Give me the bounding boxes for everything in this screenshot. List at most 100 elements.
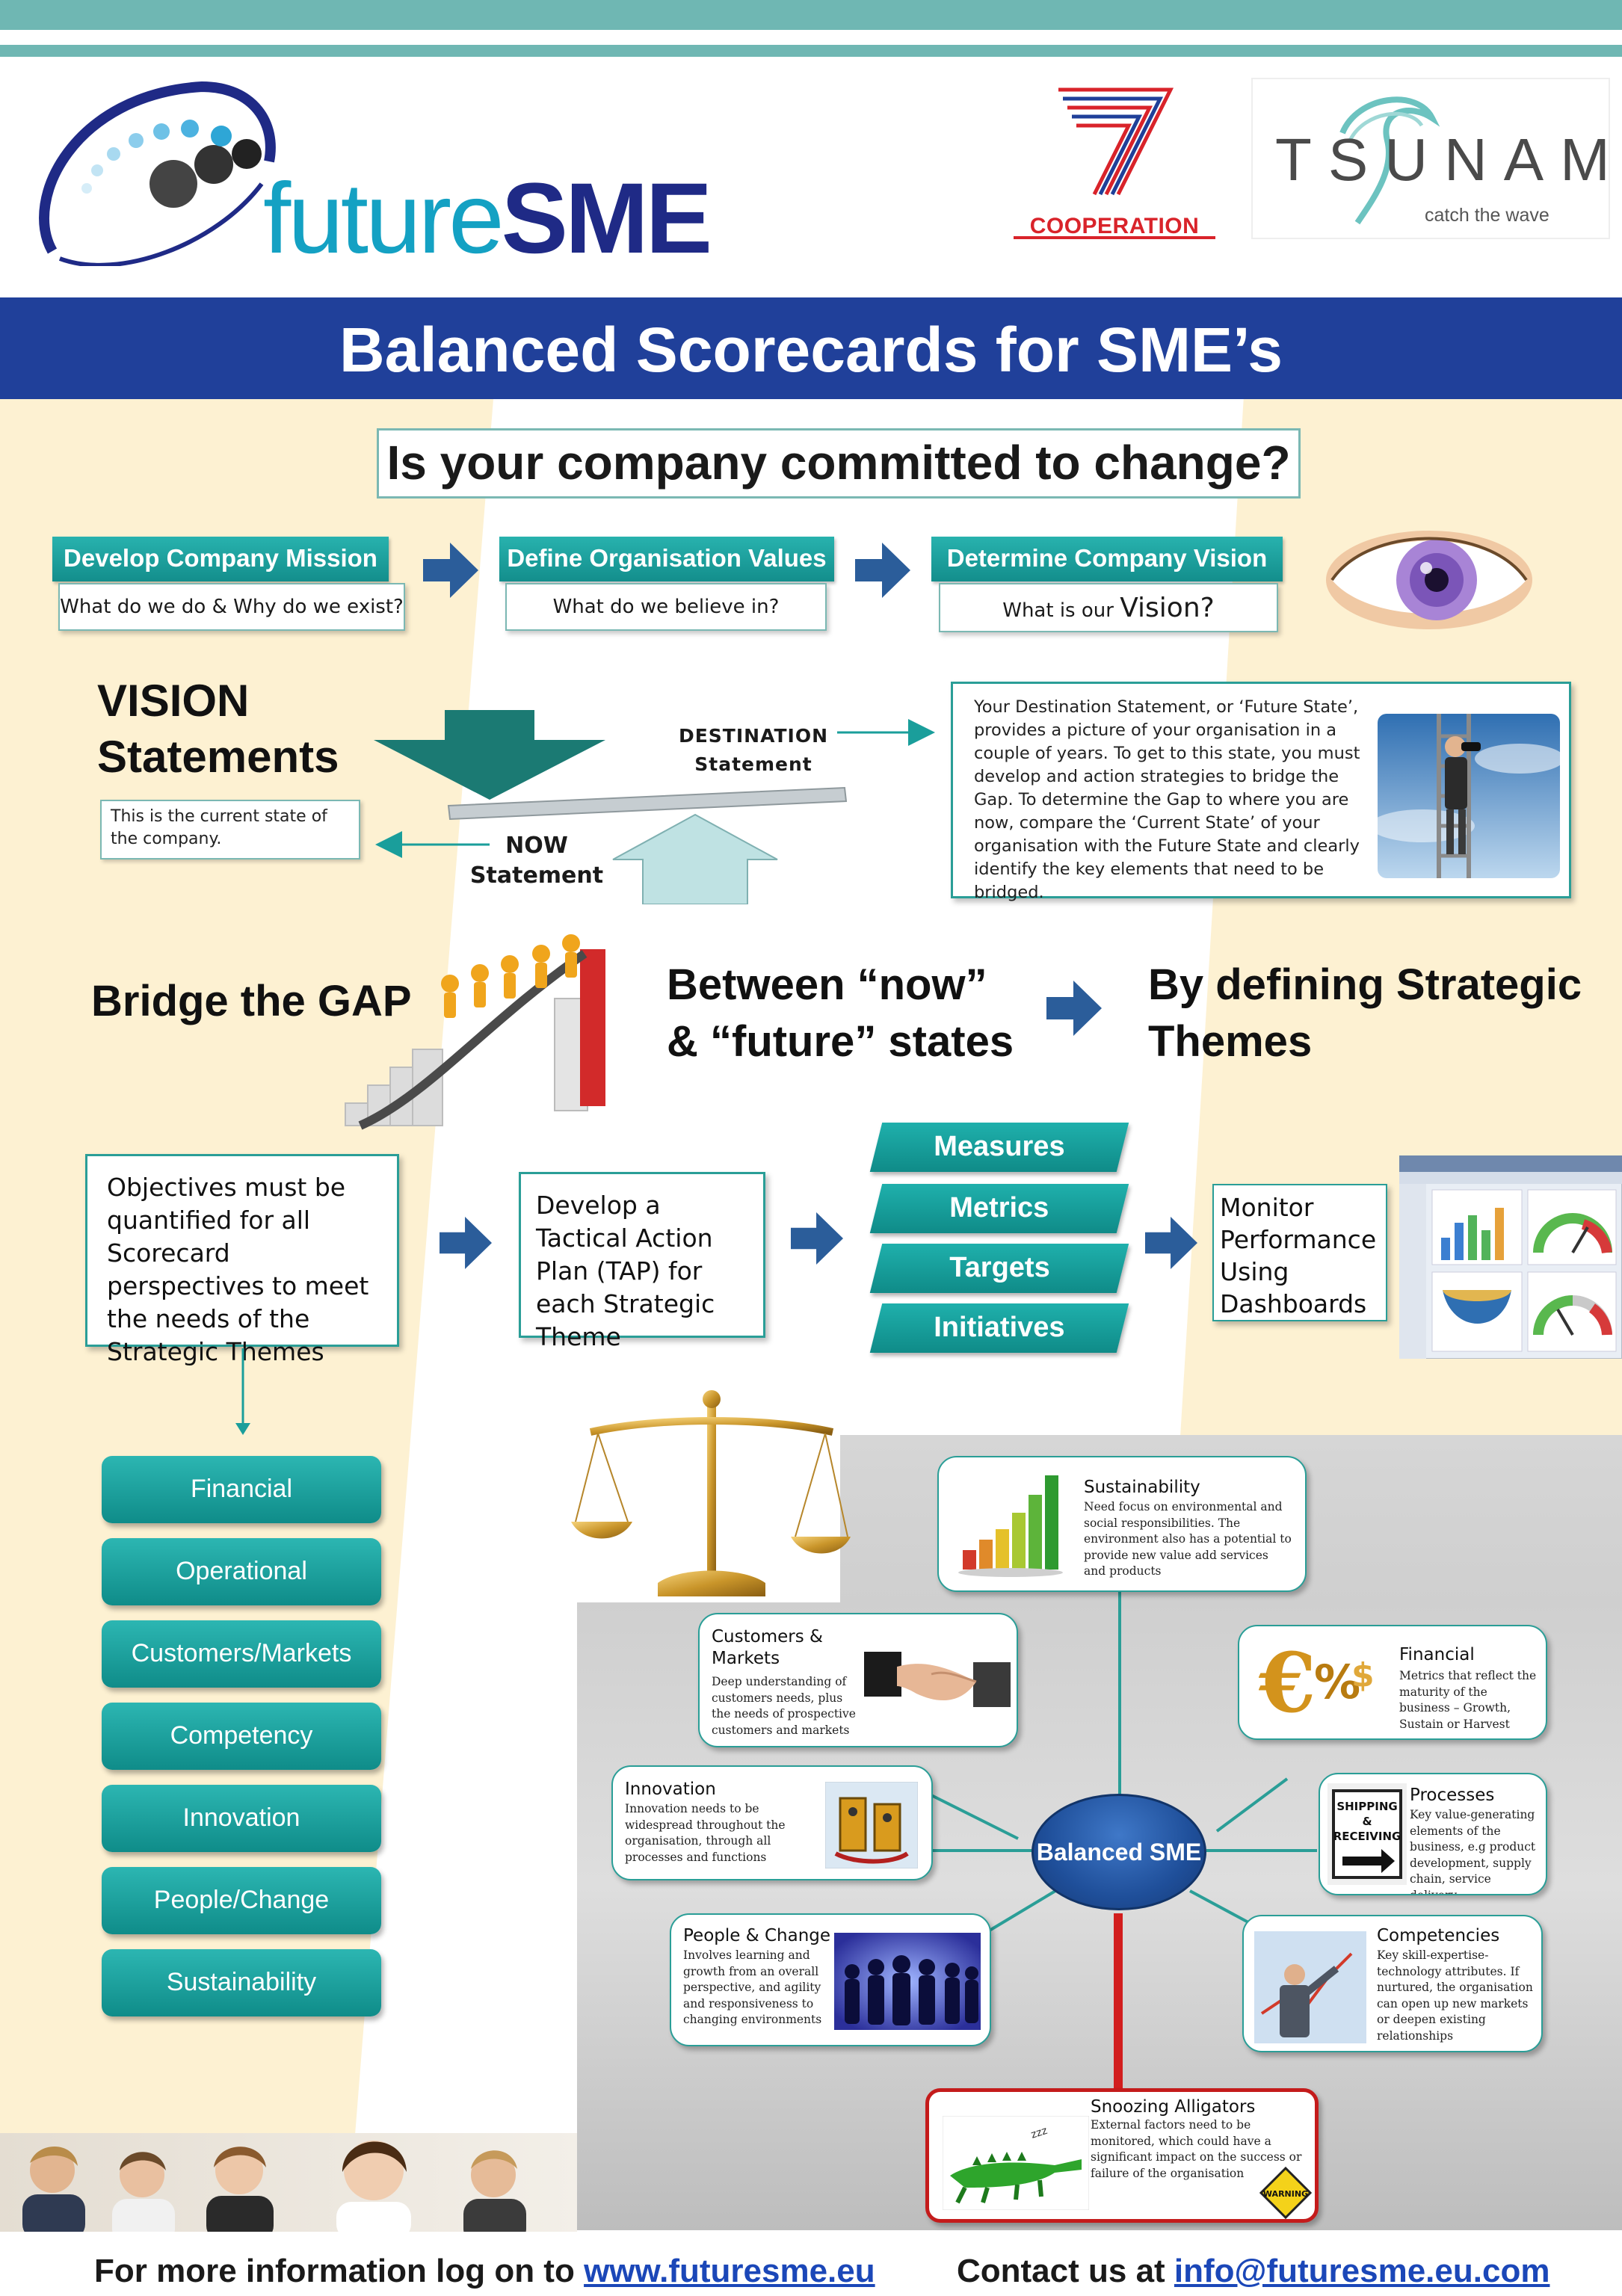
node-snoozing-alligators: zzz Snoozing Alligators External factors… [925,2088,1319,2223]
node-financial-title: Financial [1399,1645,1475,1664]
between-states-heading: Between “now” & “future” states [667,957,1014,1070]
node-financial: € % $ Financial Metrics that reflect the… [1238,1625,1547,1740]
metrics-pill: Metrics [869,1184,1129,1233]
destination-label-1: DESTINATION [678,725,829,747]
measures-pill: Measures [869,1123,1129,1172]
futuresme-logo-icon [39,81,276,266]
destination-label-2: Statement [694,753,812,775]
footer-info: For more information log on to www.futur… [94,2253,875,2290]
svg-text:zzz: zzz [1029,2125,1049,2141]
tsunami-wordmark: TSUNAMI [1275,126,1622,193]
vision-diagram [374,710,935,904]
mindmap-connectors [928,1592,1317,2093]
node-processes-title: Processes [1410,1786,1495,1805]
vision-title-line2: Statements [97,732,339,782]
targets-pill: Targets [869,1244,1129,1293]
warning-sign-text: WARNING [1263,2189,1308,2199]
node-sustainability-title: Sustainability [1084,1478,1200,1497]
vision-title-line1: VISION [97,676,250,726]
alligator-icon: zzz [943,2116,1089,2210]
step-mission-sub: What do we do & Why do we exist? [58,583,405,631]
bridge-gap-image [345,934,605,1130]
node-alligators-text: External factors need to be monitored, w… [1091,2118,1302,2180]
top-stripe [0,0,1622,30]
node-innovation: Innovation Innovation needs to be widesp… [611,1765,933,1880]
step-vision-title: Determine Company Vision [931,537,1283,581]
monitor-dashboards-box: Monitor Performance Using Dashboards [1212,1184,1387,1321]
step-mission: Develop Company Mission What do we do & … [52,537,405,638]
perspective-customers-markets: Customers/Markets [102,1620,381,1688]
page-title: Balanced Scorecards for SME’s [339,315,1283,385]
arrow-right-icon [855,543,910,598]
website-link[interactable]: www.futuresme.eu [584,2253,875,2289]
step-vision-sub-big: Vision? [1120,593,1215,623]
node-customers-text: Deep understanding of customers needs, p… [712,1675,856,1737]
objectives-box: Objectives must be quantified for all Sc… [85,1154,399,1366]
brand-wordmark: futureSME [263,169,712,269]
now-label: NOW Statement [444,831,629,891]
node-innovation-text: Innovation needs to be widespread throug… [625,1802,786,1864]
innovation-machine-icon [825,1782,918,1868]
node-processes: SHIPPING & RECEIVING Processes Key value… [1319,1773,1547,1895]
arrow-right-icon [440,1217,492,1269]
initiatives-pill: Initiatives [869,1303,1129,1353]
business-man-chart-icon [1254,1931,1366,2043]
sign-mid-text: & [1362,1815,1372,1828]
between-line2: & “future” states [667,1017,1014,1066]
email-link[interactable]: info@futuresme.eu.com [1174,2253,1550,2289]
node-financial-text: Metrics that reflect the maturity of the… [1399,1669,1537,1731]
tactical-plan-box: Develop a Tactical Action Plan (TAP) for… [519,1172,765,1351]
svg-text:€: € [1259,1637,1316,1731]
arrow-right-icon [1145,1217,1197,1269]
step-vision: Determine Company Vision What is our Vis… [931,537,1283,638]
node-competencies-title: Competencies [1377,1926,1500,1945]
title-banner: Balanced Scorecards for SME’s [0,297,1622,399]
arrow-down-connector [235,1348,250,1435]
wave-icon [1339,96,1440,225]
node-alligators-title: Snoozing Alligators [1091,2097,1256,2117]
bridge-gap-heading: Bridge the GAP [91,977,412,1025]
step-values-sub: What do we believe in? [505,583,827,631]
perspective-people-change: People/Change [102,1867,381,1934]
fp7-logo-icon [1014,87,1215,239]
step-mission-title: Develop Company Mission [52,537,389,581]
now-state-note: This is the current state of the company… [100,800,360,860]
warning-sign-icon: WARNING [1259,2167,1312,2219]
vision-title: VISION Statements [97,673,339,785]
growth-chart-icon [958,1475,1063,1577]
brand-word-bold: SME [501,163,712,274]
step-vision-sub: What is our Vision? [939,583,1278,632]
question-box: Is your company committed to change? [377,428,1301,499]
arrow-right-icon [791,1212,843,1265]
destination-label: DESTINATION Statement [664,722,843,779]
tsunami-tagline: catch the wave [1425,205,1549,226]
perspective-operational: Operational [102,1538,381,1605]
node-sustainability: Sustainability Need focus on environment… [937,1456,1307,1592]
currency-symbols-icon: € % $ [1259,1637,1375,1731]
strategic-themes-heading: By defining Strategic Themes [1148,957,1582,1070]
node-people-text: Involves learning and growth from an ove… [683,1948,822,2026]
eye-image [1326,531,1532,629]
footer-info-prefix: For more information log on to [94,2253,585,2289]
define-line1: By defining Strategic [1148,960,1582,1009]
now-label-2: Statement [469,862,604,889]
svg-text:$: $ [1351,1656,1375,1694]
node-people-change: People & Change Involves learning and gr… [670,1913,991,2046]
perspective-innovation: Innovation [102,1785,381,1852]
node-processes-text: Key value-generating elements of the bus… [1410,1808,1536,1895]
top-stripe-thin [0,45,1622,57]
now-label-1: NOW [505,833,568,859]
perspective-competency: Competency [102,1703,381,1770]
scales-image [571,1390,851,1596]
tsunami-logo: TSUNAMI catch the wave [1251,78,1622,239]
balanced-sme-hub: Balanced SME [1032,1794,1206,1910]
cooperation-label: COOPERATION [1029,214,1200,238]
business-team-photo [0,2133,577,2232]
shipping-receiving-sign-icon: SHIPPING & RECEIVING [1327,1783,1407,1885]
define-line2: Themes [1148,1017,1313,1066]
node-sustainability-text: Need focus on environmental and social r… [1084,1500,1292,1578]
footer-contact-prefix: Contact us at [957,2253,1174,2289]
people-silhouettes-icon [834,1933,981,2030]
ladder-man-image [1378,714,1560,878]
node-innovation-title: Innovation [625,1780,716,1799]
